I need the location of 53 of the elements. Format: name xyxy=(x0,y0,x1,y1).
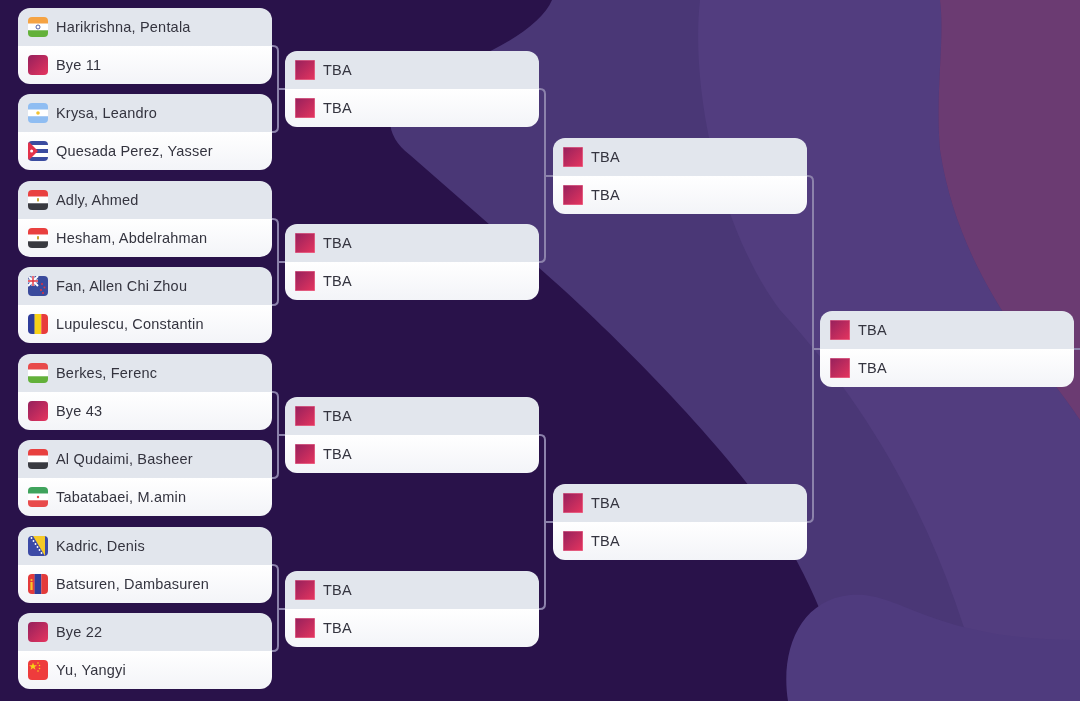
match-card xyxy=(18,613,272,689)
player-name: TBA xyxy=(323,272,352,290)
connector-line xyxy=(1073,348,1080,350)
player-name: Harikrishna, Pentala xyxy=(56,18,191,36)
match-card xyxy=(18,440,272,516)
match-card xyxy=(285,397,539,473)
player-name: Bye 22 xyxy=(56,623,103,641)
match-card xyxy=(285,51,539,127)
bracket-connector xyxy=(271,608,286,652)
match-card xyxy=(18,527,272,603)
match-card xyxy=(18,8,272,84)
player-name: TBA xyxy=(323,99,352,117)
player-name: Yu, Yangyi xyxy=(56,661,126,679)
match-card xyxy=(18,94,272,170)
bracket-connector xyxy=(538,175,554,263)
match-card xyxy=(18,267,272,343)
player-name: TBA xyxy=(591,532,620,550)
match-card xyxy=(553,484,807,560)
player-name: Bye 43 xyxy=(56,402,103,420)
player-name: TBA xyxy=(323,61,352,79)
player-name: Bye 11 xyxy=(56,56,102,74)
player-name: Quesada Perez, Yasser xyxy=(56,142,213,160)
player-name: TBA xyxy=(591,186,620,204)
player-name: Tabatabaei, M.amin xyxy=(56,488,187,506)
match-card xyxy=(285,224,539,300)
player-name: TBA xyxy=(323,407,352,425)
bracket-connector xyxy=(271,261,286,306)
player-name: Hesham, Abdelrahman xyxy=(56,229,208,247)
player-name: TBA xyxy=(858,359,887,377)
bracket-connector xyxy=(538,521,554,610)
bracket-connector xyxy=(271,88,286,133)
match-card xyxy=(18,354,272,430)
match-card xyxy=(553,138,807,214)
player-name: Adly, Ahmed xyxy=(56,191,139,209)
player-name: Lupulescu, Constantin xyxy=(56,315,204,333)
player-name: TBA xyxy=(591,148,620,166)
player-name: TBA xyxy=(323,234,352,252)
player-name: Krysa, Leandro xyxy=(56,104,158,122)
player-name: Al Qudaimi, Basheer xyxy=(56,450,193,468)
bracket-connector xyxy=(806,348,821,523)
player-name: TBA xyxy=(323,445,352,463)
match-card xyxy=(820,311,1074,387)
player-name: TBA xyxy=(323,619,352,637)
match-card xyxy=(285,571,539,647)
player-name: TBA xyxy=(323,581,352,599)
player-name: Batsuren, Dambasuren xyxy=(56,575,210,593)
player-name: TBA xyxy=(858,321,887,339)
player-name: TBA xyxy=(591,494,620,512)
match-card xyxy=(18,181,272,257)
player-name: Fan, Allen Chi Zhou xyxy=(56,277,188,295)
player-name: Kadric, Denis xyxy=(56,537,145,555)
bracket-connector xyxy=(271,434,286,479)
player-name: Berkes, Ferenc xyxy=(56,364,158,382)
